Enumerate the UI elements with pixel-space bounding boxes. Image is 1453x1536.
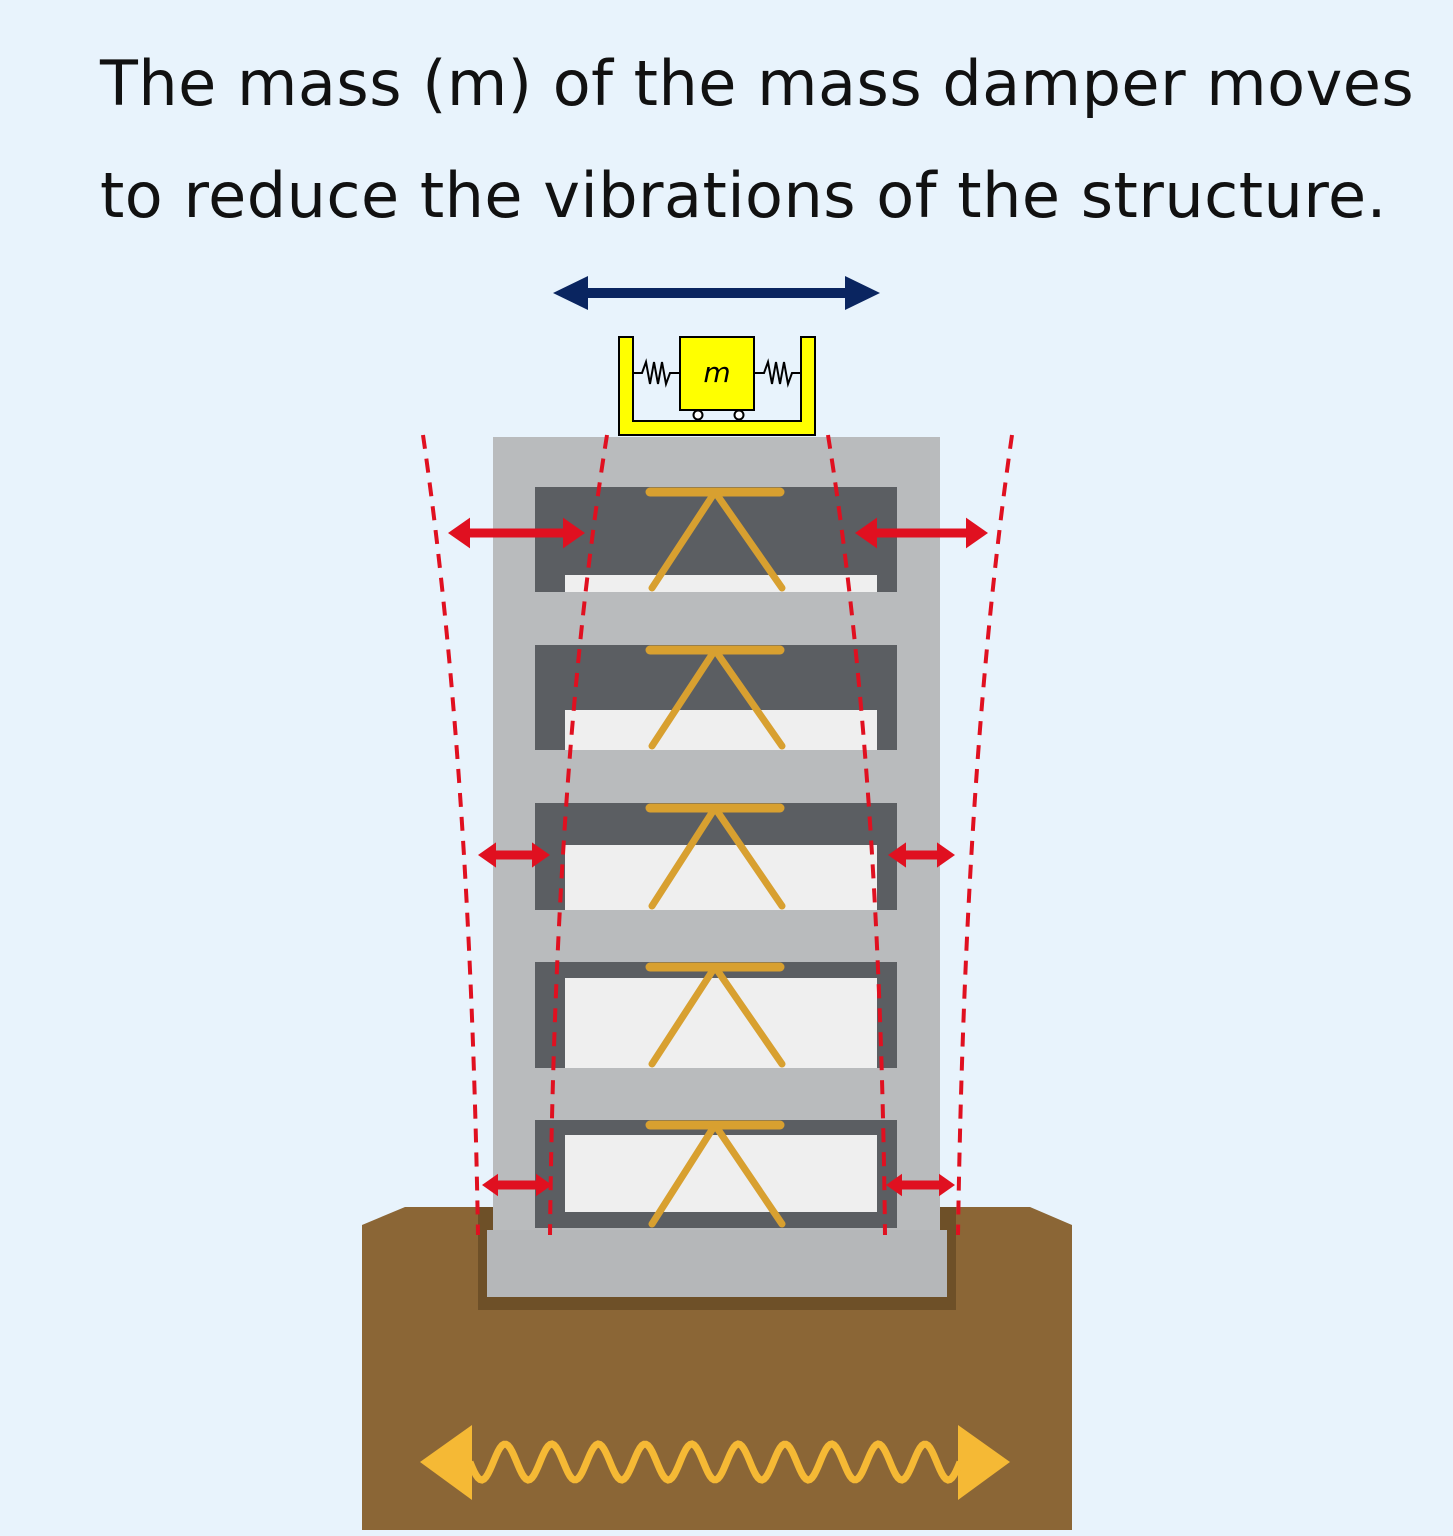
brace-left <box>648 804 719 910</box>
chevron-brace <box>645 1120 786 1228</box>
window <box>565 1135 877 1212</box>
brace-right <box>711 488 786 592</box>
brace-right <box>711 804 786 910</box>
caption-line-2: to reduce the vibrations of the structur… <box>100 159 1387 232</box>
caption-line-1: The mass (m) of the mass damper moves <box>100 47 1415 120</box>
drift-double-arrow-icon <box>886 1173 955 1197</box>
drift-double-arrow-icon <box>478 842 550 868</box>
drift-arrows <box>448 517 988 1197</box>
drift-line-inner-right <box>826 434 887 1236</box>
story-1 <box>535 487 897 592</box>
drift-line-inner-left <box>548 434 609 1236</box>
mass-block <box>679 336 755 411</box>
wheel-icon <box>733 409 745 421</box>
brace-right <box>711 963 786 1068</box>
drift-lines <box>421 434 1014 1236</box>
spring-left-icon <box>633 358 680 388</box>
window <box>565 845 877 910</box>
floor-frame <box>535 487 897 592</box>
chevron-brace <box>645 487 786 592</box>
caption: The mass (m) of the mass damper moves to… <box>100 28 1414 252</box>
chevron-brace <box>645 645 786 750</box>
drift-double-arrow-icon <box>888 842 955 868</box>
brace-left <box>648 1121 719 1228</box>
chevron-brace <box>645 803 786 910</box>
window <box>565 978 877 1068</box>
drift-line-outer-right <box>956 434 1014 1236</box>
brace-left <box>648 963 719 1068</box>
drift-double-arrow-icon <box>855 517 988 549</box>
window <box>565 575 877 592</box>
mass-damper: m <box>618 336 816 436</box>
story-5 <box>535 1120 897 1228</box>
brace-left <box>648 488 719 592</box>
mass-label: m <box>703 356 730 389</box>
brace-left <box>648 646 719 750</box>
damper-motion-arrow <box>553 276 880 310</box>
brace-right <box>711 646 786 750</box>
story-2 <box>535 645 897 750</box>
brace-right <box>711 1121 786 1228</box>
drift-double-arrow-icon <box>482 1173 552 1197</box>
chevron-brace <box>645 962 786 1068</box>
story-3 <box>535 803 897 910</box>
drift-line-outer-left <box>421 434 480 1236</box>
drift-double-arrow-icon <box>448 517 585 549</box>
wheel-icon <box>692 409 704 421</box>
spring-right-icon <box>754 358 801 388</box>
ground-shaking-arrow <box>420 1425 1010 1500</box>
window <box>565 710 877 750</box>
story-4 <box>535 962 897 1068</box>
